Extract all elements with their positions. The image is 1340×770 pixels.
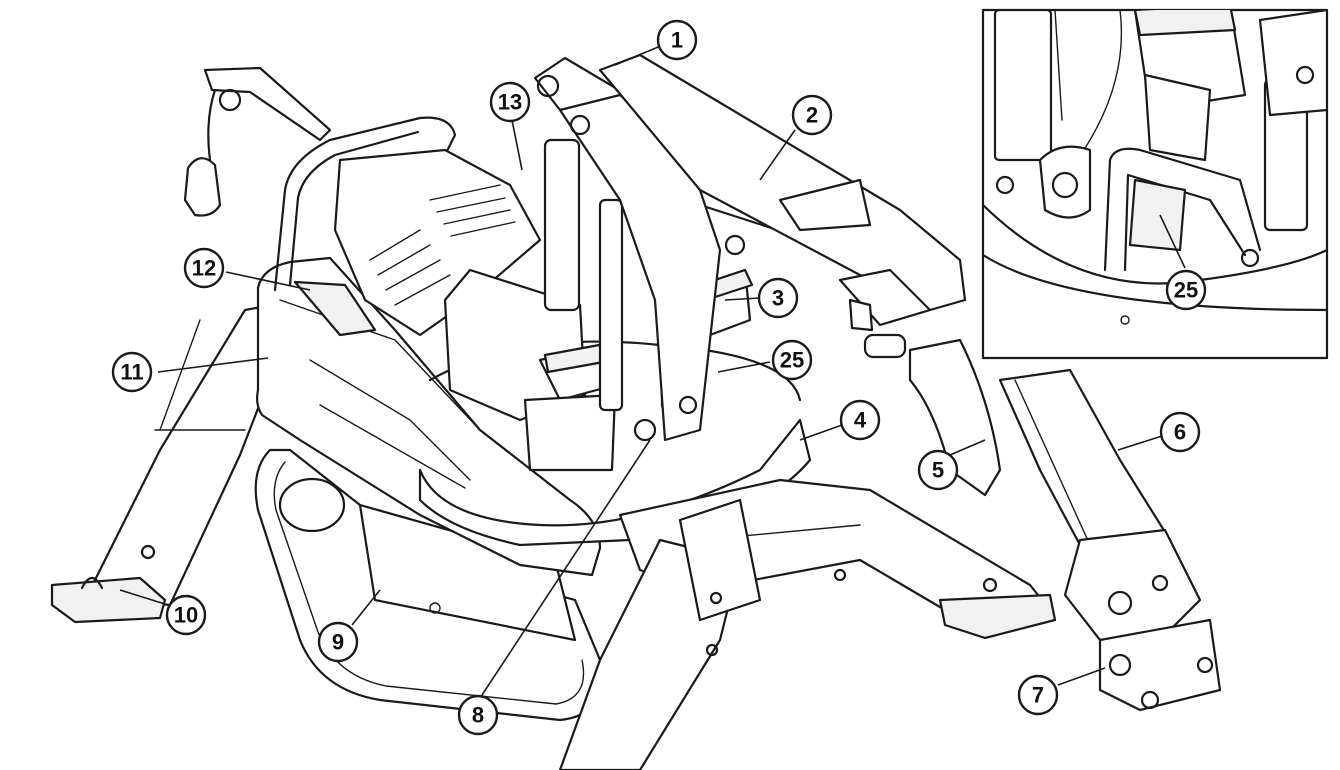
callout-13: 13	[489, 81, 531, 123]
leader-10	[119, 589, 169, 606]
callout-9: 9	[317, 621, 359, 663]
callout-11: 11	[111, 351, 153, 393]
leader-4	[799, 424, 843, 441]
svg-text:12: 12	[192, 256, 216, 281]
svg-text:25: 25	[1174, 278, 1198, 303]
callout-25: 25	[771, 339, 813, 381]
leader-1	[614, 44, 664, 66]
leader-25	[717, 361, 771, 373]
leader-12	[225, 271, 311, 291]
callout-3: 3	[757, 277, 799, 319]
leader-6	[1117, 435, 1163, 451]
leader-13	[511, 119, 523, 171]
leader-5	[949, 439, 986, 456]
leader-2	[759, 129, 796, 181]
callout-2: 2	[791, 94, 833, 136]
arm-5	[908, 338, 1002, 497]
grille-slats	[369, 184, 516, 306]
control-boxes	[443, 268, 754, 472]
callouts: 1 2 3 4 5 6 7 8	[111, 19, 1207, 736]
svg-text:10: 10	[174, 603, 198, 628]
svg-text:8: 8	[472, 703, 484, 728]
leader-7	[1057, 667, 1106, 686]
svg-text:6: 6	[1174, 420, 1186, 445]
callout-5: 5	[917, 449, 959, 491]
leader-lines	[119, 44, 1186, 696]
svg-text:4: 4	[854, 408, 867, 433]
leader-9	[351, 589, 381, 626]
svg-text:13: 13	[498, 90, 522, 115]
svg-text:5: 5	[932, 458, 944, 483]
callout-6: 6	[1159, 411, 1201, 453]
svg-text:11: 11	[120, 360, 143, 385]
callout-10: 10	[165, 594, 207, 636]
callout-25-inset: 25	[1165, 269, 1207, 311]
svg-text:1: 1	[671, 28, 683, 53]
boom	[533, 53, 967, 442]
callout-7: 7	[1017, 674, 1059, 716]
callout-8: 8	[457, 694, 499, 736]
callout-1: 1	[656, 19, 698, 61]
leader-8	[481, 439, 651, 696]
callout-12: 12	[183, 247, 225, 289]
leader-3	[724, 297, 761, 301]
svg-text:2: 2	[806, 103, 818, 128]
svg-text:3: 3	[772, 286, 784, 311]
arm-6	[998, 368, 1222, 712]
svg-text:9: 9	[332, 630, 344, 655]
inset-detail	[981, 8, 1329, 360]
leader-11	[157, 357, 269, 373]
leader-25b	[1159, 214, 1186, 269]
svg-text:25: 25	[780, 348, 804, 373]
callout-4: 4	[839, 399, 881, 441]
front-outriggers	[558, 478, 1057, 770]
svg-text:7: 7	[1032, 683, 1044, 708]
